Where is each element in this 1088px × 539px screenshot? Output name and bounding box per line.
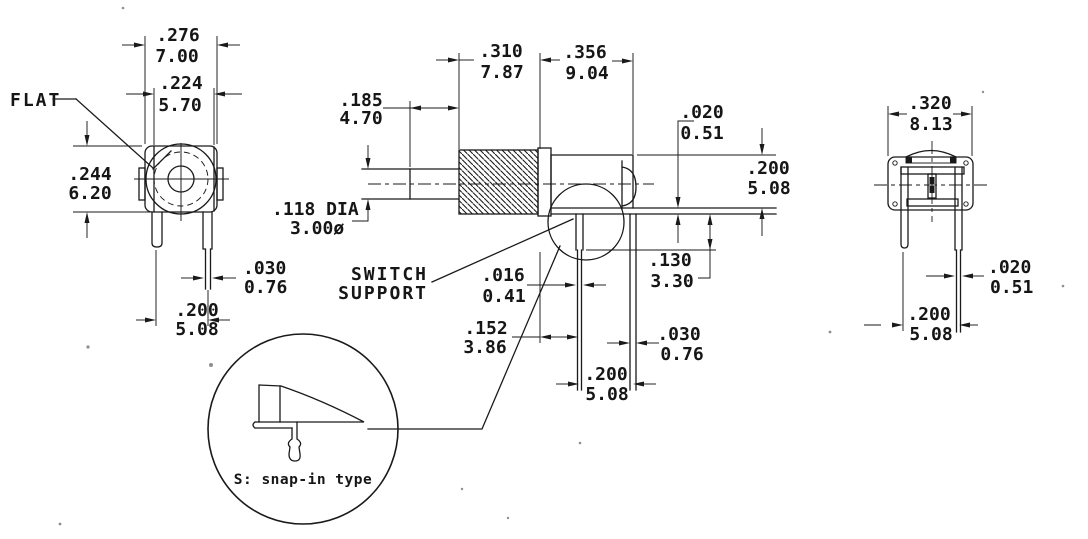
- dim-front-flat-width-mm: 5.70: [158, 95, 201, 116]
- rear-dome: [905, 149, 957, 158]
- snap-hook-wedge: [258, 384, 365, 423]
- dim-front-width-in: .276: [156, 25, 199, 46]
- dim-front-flat-width-in: .224: [159, 73, 203, 94]
- dim-rear-width-in: .320: [908, 93, 951, 114]
- rear-right-pin: [954, 167, 963, 333]
- dim-front-width-mm: 7.00: [155, 46, 198, 67]
- side-rear-pin: [629, 213, 637, 391]
- front-right-pin: [202, 211, 213, 290]
- dim-front-height-in: .244: [68, 164, 112, 185]
- front-flat-chord: [152, 150, 172, 170]
- side-threaded-bushing: [458, 149, 539, 215]
- dim-side-pin-spacing-mm: 5.08: [585, 384, 628, 405]
- dim-side-pin-offset-in: .152: [464, 318, 507, 339]
- scan-noise: [58, 6, 1065, 526]
- dim-side-support-gap-in: .020: [680, 102, 723, 123]
- side-body: [550, 154, 634, 209]
- dim-rear-pin-spacing-in: .200: [907, 304, 950, 325]
- dim-side-body-length-in: .356: [563, 42, 606, 63]
- detail-bubble: S: snap-in type: [207, 245, 561, 525]
- dim-front-pin-spacing-mm: 5.08: [175, 319, 218, 340]
- dim-side-pin-offset-mm: 3.86: [463, 337, 506, 358]
- front-flat-leader: [75, 98, 154, 169]
- rear-view: .320 8.13 .020 0.51 .200 5.08: [864, 93, 1033, 345]
- dim-side-support-height-mm: 3.30: [650, 271, 693, 292]
- dim-side-support-thickness-in: .016: [481, 265, 524, 286]
- snap-hook-sheet: [252, 421, 293, 429]
- dim-side-bushing-length-in: .310: [479, 41, 522, 62]
- dim-rear-pin-thickness-in: .020: [988, 257, 1031, 278]
- dim-side-body-length-mm: 9.04: [565, 63, 609, 84]
- dim-side-support-thickness-mm: 0.41: [482, 286, 525, 307]
- dim-side-bushing-length-mm: 7.87: [480, 62, 523, 83]
- front-view: FLAT .276 7.00 .224 5.70 .244 6.20: [10, 25, 287, 340]
- dim-side-support-gap-mm: 0.51: [680, 123, 723, 144]
- dim-side-pin-spacing-in: .200: [584, 364, 627, 385]
- snap-hook-pin: [287, 421, 302, 462]
- dim-front-height-mm: 6.20: [68, 183, 111, 204]
- front-left-pin: [151, 211, 163, 248]
- dim-side-pin-width-mm: 0.76: [660, 344, 703, 365]
- dim-front-pin-width-in: .030: [243, 258, 286, 279]
- switch-support-leader: [431, 218, 574, 283]
- dim-side-shaft-length-in: .185: [339, 90, 382, 111]
- front-flat-label: FLAT: [10, 90, 61, 111]
- side-flange: [537, 147, 552, 217]
- rear-left-pin: [900, 167, 909, 249]
- dim-front-pin-spacing-in: .200: [175, 300, 218, 321]
- dim-rear-pin-thickness-mm: 0.51: [990, 277, 1033, 298]
- dim-side-support-height-in: .130: [648, 250, 691, 271]
- front-right-tab: [216, 167, 224, 201]
- dim-side-pin-width-in: .030: [657, 324, 700, 345]
- dim-side-shaft-dia-mm: 3.00ø: [290, 218, 344, 239]
- rear-bottom-bar: [906, 198, 959, 207]
- side-front-pin: [575, 213, 584, 391]
- dim-side-body-height-mm: 5.08: [747, 178, 790, 199]
- switch-support-label-1: SWITCH: [351, 264, 428, 285]
- side-clip: [621, 166, 637, 207]
- switch-support-label-2: SUPPORT: [338, 283, 428, 304]
- front-left-tab: [138, 167, 146, 201]
- dim-rear-pin-spacing-mm: 5.08: [909, 324, 952, 345]
- detail-bubble-leader: [367, 245, 561, 430]
- side-detail-circle: [547, 183, 625, 261]
- side-view: .185 4.70 .310 7.87 .356 9.04 .020 0.51 …: [272, 41, 791, 405]
- dim-front-pin-width-mm: 0.76: [244, 277, 287, 298]
- dim-rear-width-mm: 8.13: [909, 114, 952, 135]
- dim-side-shaft-length-mm: 4.70: [339, 108, 382, 129]
- dim-side-body-height-in: .200: [746, 158, 789, 179]
- dim-side-shaft-dia-in: .118 DIA: [272, 199, 359, 220]
- detail-note: S: snap-in type: [234, 472, 372, 488]
